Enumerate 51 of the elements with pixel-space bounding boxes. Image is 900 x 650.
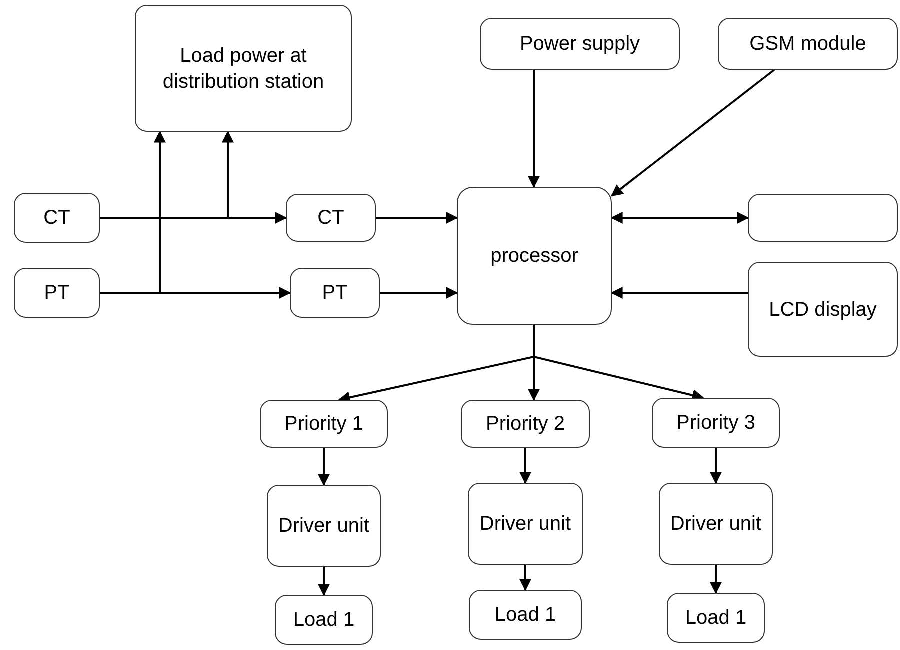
arrow (610, 212, 750, 224)
process-box (659, 483, 773, 565)
arrow (376, 212, 458, 224)
node-label: Priority 3 (676, 411, 756, 436)
process-box (260, 400, 388, 448)
node-label: Load 1 (685, 606, 747, 631)
node-label: LCD display (769, 298, 877, 322)
node-label: CT (318, 206, 344, 231)
arrow (610, 287, 748, 299)
node-label: Priority 2 (486, 412, 565, 437)
arrow (318, 567, 330, 596)
process-box (652, 398, 780, 448)
arrow (611, 69, 776, 197)
arrow (380, 287, 458, 299)
node-label: Driver unit (480, 512, 572, 537)
node-label: Load 1 (293, 608, 355, 633)
process-box (286, 194, 376, 242)
process-box (135, 5, 352, 132)
process-box (14, 193, 100, 243)
node-label: CT (44, 206, 70, 231)
node-label: Priority 1 (284, 412, 364, 437)
process-box (469, 590, 582, 640)
process-box (480, 18, 680, 70)
node-label: Load 1 (494, 603, 556, 628)
process-box (461, 400, 590, 448)
process-box (290, 268, 380, 318)
arrow (520, 448, 532, 484)
node-label: PT (322, 281, 348, 306)
node-label: processor (490, 244, 578, 269)
process-box (14, 268, 100, 318)
process-box (457, 187, 612, 325)
process-box (267, 485, 381, 567)
arrow (710, 565, 722, 594)
process-box (275, 595, 373, 645)
arrow (318, 448, 330, 486)
node-label: Driver unit (670, 512, 762, 537)
arrow (520, 565, 532, 592)
arrow (710, 448, 722, 484)
node-label: PT (44, 281, 70, 306)
process-box (748, 262, 898, 357)
arrow (528, 70, 540, 188)
module-box (748, 194, 898, 242)
node-label: Power supply (520, 32, 640, 57)
node-label: Driver unit (278, 514, 370, 539)
process-box (667, 593, 765, 643)
arrow (100, 130, 234, 219)
process-box (468, 483, 583, 565)
node-label: GSM module (750, 32, 866, 57)
process-box (718, 18, 898, 70)
node-label: Load power at distribution station (162, 44, 326, 94)
arrow (100, 130, 166, 294)
